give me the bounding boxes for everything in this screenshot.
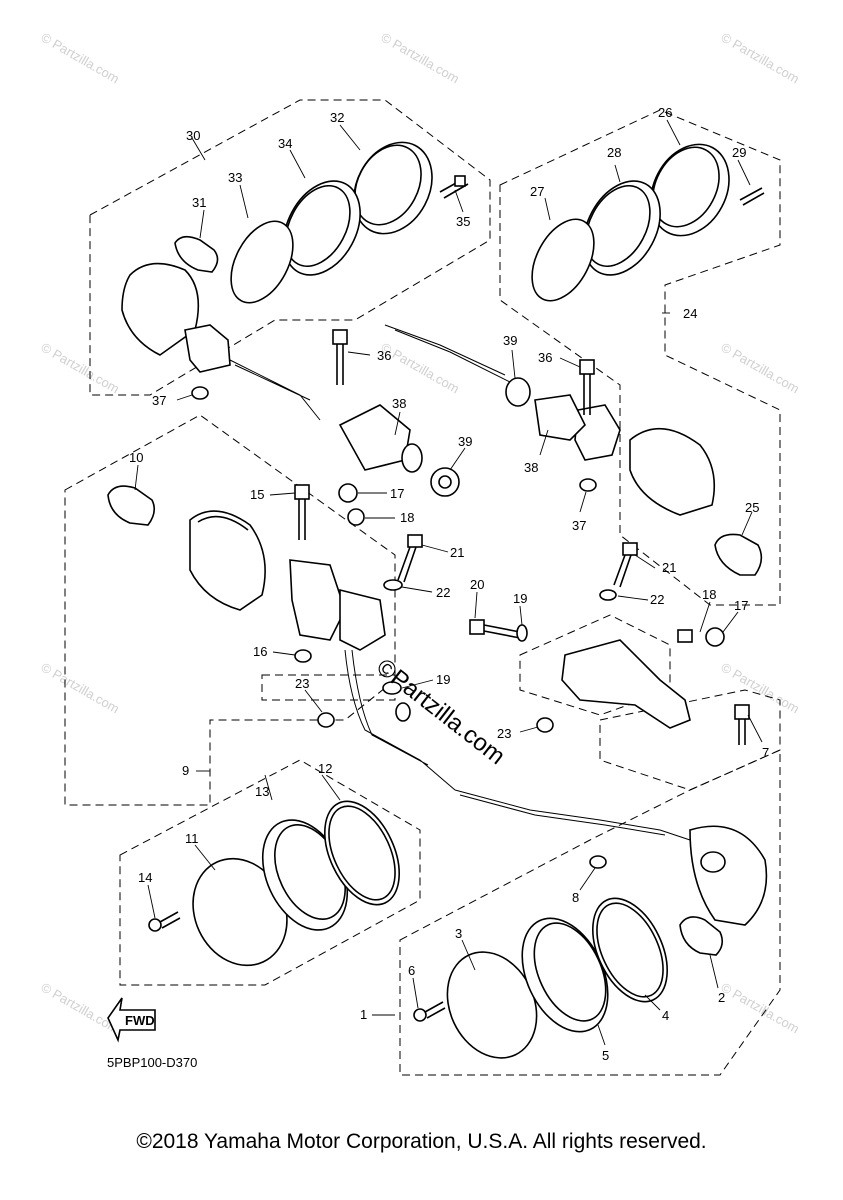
fwd-arrow-icon: FWD <box>107 997 156 1043</box>
callout-37: 37 <box>572 518 586 533</box>
callout-30: 30 <box>186 128 200 143</box>
callout-10: 10 <box>129 450 143 465</box>
callout-20: 20 <box>470 577 484 592</box>
callout-31: 31 <box>192 195 206 210</box>
callout-18: 18 <box>400 510 414 525</box>
callout-38: 38 <box>392 396 406 411</box>
turn-signal-assembly-9 <box>107 483 456 791</box>
turn-signal-assembly-30 <box>121 141 469 497</box>
callout-25: 25 <box>745 500 759 515</box>
callout-36: 36 <box>538 350 552 365</box>
callout-3: 3 <box>455 926 462 941</box>
callout-17: 17 <box>734 598 748 613</box>
lens-set-lower-left <box>148 800 400 967</box>
callout-28: 28 <box>607 145 621 160</box>
callout-13: 13 <box>255 784 269 799</box>
assembly-outline-lower-left <box>119 759 421 986</box>
callout-22: 22 <box>650 592 664 607</box>
callout-19: 19 <box>513 591 527 606</box>
callout-33: 33 <box>228 170 242 185</box>
callout-26: 26 <box>658 105 672 120</box>
callout-29: 29 <box>732 145 746 160</box>
callout-19: 19 <box>436 672 450 687</box>
callout-21: 21 <box>662 560 676 575</box>
callout-9: 9 <box>182 763 189 778</box>
watermark: © Partzilla.com <box>719 660 802 717</box>
assembly-outline-bracket-left <box>261 674 396 701</box>
callout-14: 14 <box>138 870 152 885</box>
callout-1: 1 <box>360 1007 367 1022</box>
callout-15: 15 <box>250 487 264 502</box>
center-watermark: ©Partzilla.com <box>371 653 510 770</box>
diagram-code: 5PBP100-D370 <box>107 1055 198 1070</box>
callout-32: 32 <box>330 110 344 125</box>
callout-numbers: 1 2 3 4 5 6 7 8 9 10 11 12 13 14 15 16 1… <box>129 105 769 1063</box>
callout-38: 38 <box>524 460 538 475</box>
watermark: © Partzilla.com <box>39 660 122 717</box>
callout-24: 24 <box>683 306 697 321</box>
callout-4: 4 <box>662 1008 669 1023</box>
callout-23: 23 <box>295 676 309 691</box>
fwd-label: FWD <box>125 1013 155 1028</box>
callout-2: 2 <box>718 990 725 1005</box>
watermark: © Partzilla.com <box>719 340 802 397</box>
mount-bracket-right <box>382 542 725 733</box>
callout-36: 36 <box>377 348 391 363</box>
turn-signal-assembly-1 <box>413 704 768 1059</box>
callout-5: 5 <box>602 1048 609 1063</box>
assembly-outline-30 <box>89 99 491 396</box>
callout-34: 34 <box>278 136 292 151</box>
callout-21: 21 <box>450 545 464 560</box>
callout-11: 11 <box>185 831 199 846</box>
leader-lines <box>134 119 763 1046</box>
watermark: © Partzilla.com <box>39 980 122 1037</box>
watermark: © Partzilla.com <box>39 340 122 397</box>
callout-27: 27 <box>530 184 544 199</box>
callout-6: 6 <box>408 963 415 978</box>
callout-37: 37 <box>152 393 166 408</box>
callout-39: 39 <box>503 333 517 348</box>
callout-17: 17 <box>390 486 404 501</box>
callout-12: 12 <box>318 761 332 776</box>
callout-8: 8 <box>572 890 579 905</box>
watermark: © Partzilla.com <box>39 30 122 87</box>
callout-39: 39 <box>458 434 472 449</box>
callout-7: 7 <box>762 745 769 760</box>
assembly-outline-9 <box>64 414 396 806</box>
callout-18: 18 <box>702 587 716 602</box>
turn-signal-assembly-24 <box>384 143 765 576</box>
callout-35: 35 <box>456 214 470 229</box>
callout-16: 16 <box>253 644 267 659</box>
watermark: © Partzilla.com <box>719 980 802 1037</box>
callout-22: 22 <box>436 585 450 600</box>
watermark: © Partzilla.com <box>719 30 802 87</box>
copyright-notice: ©2018 Yamaha Motor Corporation, U.S.A. A… <box>136 1130 707 1153</box>
callout-23: 23 <box>497 726 511 741</box>
assembly-outline-24 <box>499 109 781 606</box>
assembly-outline-mid <box>599 689 781 791</box>
watermark: © Partzilla.com <box>379 30 462 87</box>
